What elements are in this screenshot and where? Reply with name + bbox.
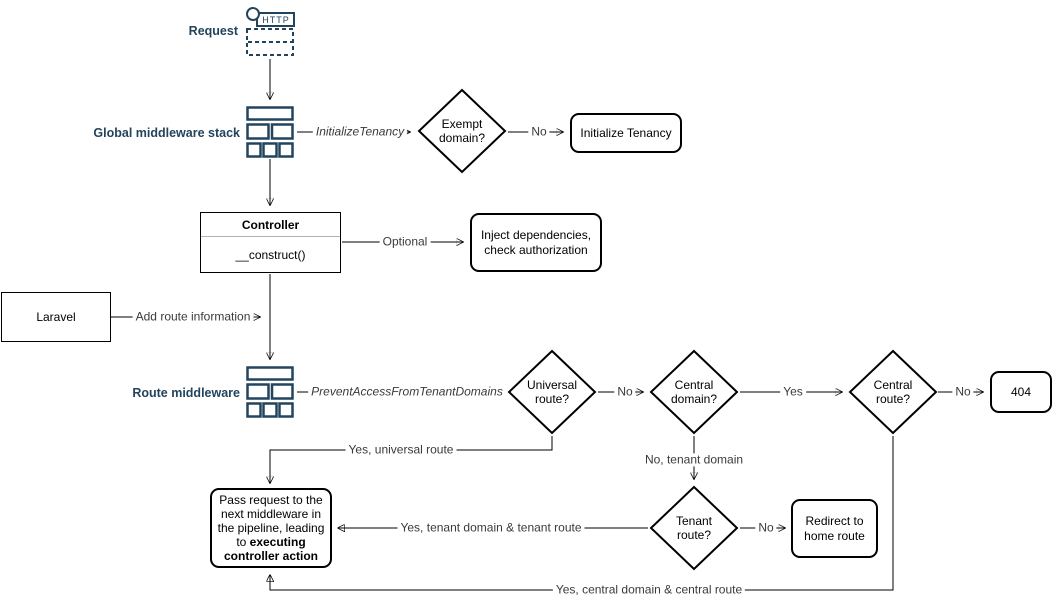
edge-label-yes-tenant-route: Yes, tenant domain & tenant route [397,521,585,535]
route-middleware-icon [246,366,294,423]
global-middleware-stack-icon [246,106,294,163]
http-request-icon: HTTP [244,6,296,63]
universal-route-text: Universal route? [526,377,577,406]
pass-request-text-bold: executing controller action [223,535,318,564]
inject-dependencies-node: Inject dependencies, check authorization [470,213,602,272]
initialize-tenancy-node: Initialize Tenancy [570,113,682,153]
diamond-shape [848,349,938,435]
edge-label-yes-universal-route: Yes, universal route [345,443,457,457]
central-domain-text: Central domain? [670,377,718,406]
edge-label-add-route-information: Add route information [132,310,254,324]
tenant-route-text: Tenant route? [675,513,713,542]
central-route-text: Central route? [873,377,913,406]
tenant-route-decision: Tenant route? [649,485,739,571]
pass-request-text: Pass request to the next middleware in t… [217,493,325,564]
edge-label-central-route-no: No [952,385,974,399]
edge-label-no-tenant-domain: No, tenant domain [641,453,747,467]
pass-request-text-normal: Pass request to the next middleware in t… [217,492,325,550]
diamond-shape [649,349,739,435]
controller-title: Controller [201,213,340,237]
laravel-node: Laravel [1,292,111,342]
request-label: Request [188,24,238,38]
redirect-home-node: Redirect to home route [791,499,878,558]
central-route-decision: Central route? [848,349,938,435]
controller-node: Controller __construct() [200,212,341,273]
edge-label-yes-central-route: Yes, central domain & central route [552,583,746,597]
diamond-shape [649,485,739,571]
edge-label-exempt-no: No [528,125,550,139]
diamond-shape [417,88,507,174]
404-node: 404 [990,371,1052,413]
universal-route-decision: Universal route? [507,349,597,435]
exempt-domain-decision: Exempt domain? [417,88,507,174]
edge-label-prevent-access: PreventAccessFromTenantDomains [308,385,506,399]
exempt-domain-text: Exempt domain? [438,116,486,145]
edge-label-central-domain-yes: Yes [780,385,806,399]
central-domain-decision: Central domain? [649,349,739,435]
controller-constructor: __construct() [235,247,306,262]
pass-request-node: Pass request to the next middleware in t… [210,488,332,568]
diamond-shape [507,349,597,435]
edge-label-optional: Optional [379,235,431,249]
edge-label-universal-no: No [614,385,636,399]
global-middleware-stack-label: Global middleware stack [93,126,240,140]
edge-label-initialize-tenancy: InitializeTenancy [312,125,408,139]
route-middleware-label: Route middleware [132,386,240,400]
edge-label-tenant-no: No [755,521,777,535]
http-text: HTTP [262,15,290,25]
